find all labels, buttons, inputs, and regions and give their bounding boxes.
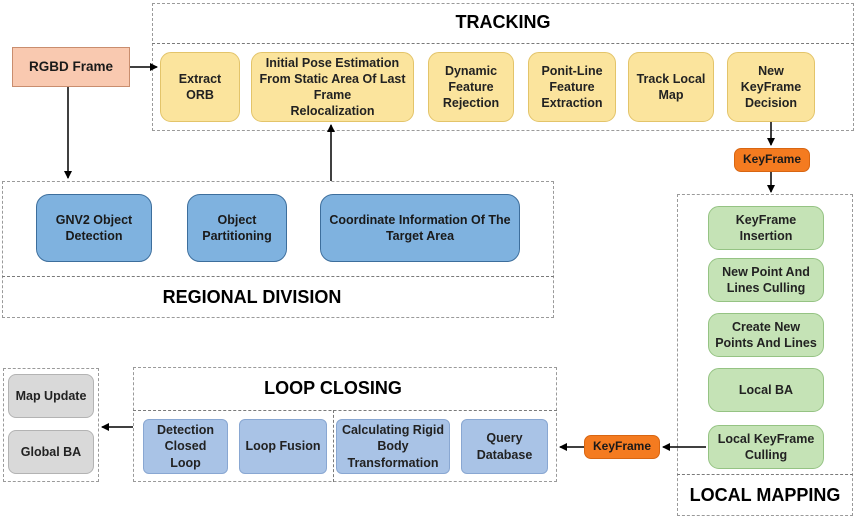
loop-closing-divider bbox=[133, 410, 557, 411]
local-mapping-step-label: KeyFrame Insertion bbox=[735, 212, 797, 243]
local-mapping-title: LOCAL MAPPING bbox=[689, 485, 841, 505]
loop-step-rigid-body-transformation: Calculating Rigid Body Transformation bbox=[336, 419, 450, 474]
tracking-step-label: Ponit-Line Feature Extraction bbox=[541, 63, 603, 111]
tracking-step-dynamic-rejection: Dynamic Feature Rejection bbox=[428, 52, 514, 122]
tracking-divider bbox=[152, 43, 854, 44]
local-mapping-step-keyframe-culling: Local KeyFrame Culling bbox=[708, 425, 824, 469]
rgbd-frame-box: RGBD Frame bbox=[12, 47, 130, 87]
tracking-step-label: New KeyFrame Decision bbox=[740, 63, 802, 111]
local-mapping-divider bbox=[677, 474, 853, 475]
local-mapping-step-label: Local KeyFrame Culling bbox=[717, 431, 815, 462]
loop-step-label: Loop Fusion bbox=[245, 439, 321, 454]
local-mapping-step-keyframe-insertion: KeyFrame Insertion bbox=[708, 206, 824, 250]
local-mapping-step-label: Create New Points And Lines bbox=[715, 319, 817, 350]
tracking-step-new-keyframe-decision: New KeyFrame Decision bbox=[727, 52, 815, 122]
tracking-step-label: Initial Pose Estimation From Static Area… bbox=[259, 55, 406, 119]
keyframe-label-top: KeyFrame bbox=[734, 148, 810, 172]
tracking-step-label: Extract ORB bbox=[178, 71, 222, 102]
output-map-update: Map Update bbox=[8, 374, 94, 418]
output-global-ba: Global BA bbox=[8, 430, 94, 474]
regional-step-object-partitioning: Object Partitioning bbox=[187, 194, 287, 262]
tracking-step-initial-pose: Initial Pose Estimation From Static Area… bbox=[251, 52, 414, 122]
local-mapping-step-label: Local BA bbox=[738, 382, 794, 397]
local-mapping-step-point-line-culling: New Point And Lines Culling bbox=[708, 258, 824, 302]
local-mapping-step-create-points-lines: Create New Points And Lines bbox=[708, 313, 824, 357]
loop-step-query-database: Query Database bbox=[461, 419, 548, 474]
loop-step-detection-closed-loop: Detection Closed Loop bbox=[143, 419, 228, 474]
regional-step-label: Coordinate Information Of The Target Are… bbox=[329, 212, 511, 243]
keyframe-label-bottom: KeyFrame bbox=[584, 435, 660, 459]
loop-closing-title: LOOP CLOSING bbox=[264, 378, 402, 398]
regional-division-divider bbox=[2, 276, 554, 277]
regional-step-label: GNV2 Object Detection bbox=[55, 212, 133, 243]
loop-step-label: Query Database bbox=[476, 431, 533, 462]
regional-step-label: Object Partitioning bbox=[202, 212, 272, 243]
regional-division-title: REGIONAL DIVISION bbox=[162, 287, 342, 307]
tracking-step-label: Dynamic Feature Rejection bbox=[442, 63, 500, 111]
local-mapping-step-label: New Point And Lines Culling bbox=[722, 264, 810, 295]
tracking-step-label: Track Local Map bbox=[636, 71, 706, 102]
regional-step-coordinate-info: Coordinate Information Of The Target Are… bbox=[320, 194, 520, 262]
loop-step-label: Detection Closed Loop bbox=[157, 423, 214, 470]
tracking-step-track-local-map: Track Local Map bbox=[628, 52, 714, 122]
tracking-title: TRACKING bbox=[455, 12, 551, 32]
tracking-step-point-line-extraction: Ponit-Line Feature Extraction bbox=[528, 52, 616, 122]
loop-step-label: Calculating Rigid Body Transformation bbox=[341, 423, 445, 470]
tracking-step-extract-orb: Extract ORB bbox=[160, 52, 240, 122]
loop-closing-separator bbox=[333, 410, 334, 482]
loop-step-loop-fusion: Loop Fusion bbox=[239, 419, 327, 474]
local-mapping-step-local-ba: Local BA bbox=[708, 368, 824, 412]
regional-step-gnv2-detection: GNV2 Object Detection bbox=[36, 194, 152, 262]
